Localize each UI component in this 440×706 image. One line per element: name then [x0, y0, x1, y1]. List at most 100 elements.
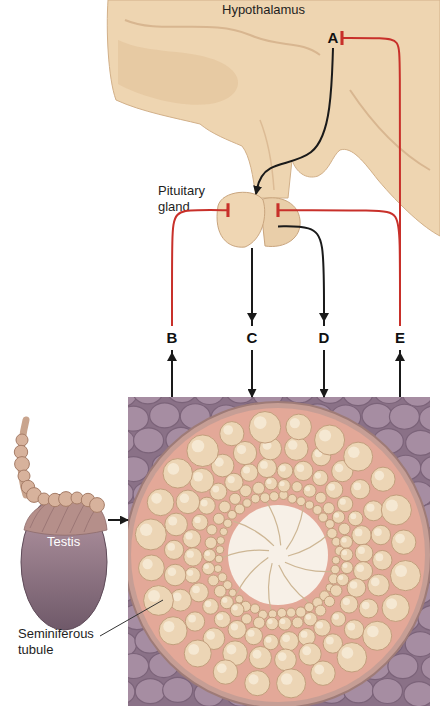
- cell-highlight: [223, 425, 233, 435]
- cell-highlight: [212, 486, 219, 493]
- germ-cell: [159, 617, 187, 645]
- interstitial-cell: [226, 397, 256, 403]
- arrow-head: [247, 313, 257, 322]
- germ-cell: [203, 598, 219, 614]
- germ-cell: [219, 501, 231, 513]
- testis: Testis: [18, 420, 108, 632]
- cell-highlight: [151, 493, 162, 504]
- germ-cell: [277, 608, 286, 617]
- cell-highlight: [167, 543, 175, 551]
- germ-cell: [325, 481, 342, 498]
- sperm-tail: [286, 505, 303, 549]
- germ-cell: [354, 562, 373, 581]
- germ-cell: [286, 608, 295, 617]
- germ-cell: [339, 523, 351, 535]
- germ-cell: [184, 640, 211, 667]
- cell-highlight: [205, 601, 211, 607]
- germ-cell: [216, 546, 224, 554]
- germ-cell: [381, 495, 411, 525]
- cell-highlight: [375, 553, 383, 561]
- arrow-head: [395, 352, 405, 361]
- cell-highlight: [301, 631, 308, 638]
- cell-highlight: [205, 551, 210, 556]
- germ-cell: [391, 530, 415, 554]
- cell-highlight: [302, 646, 311, 655]
- interstitial-cell: [128, 679, 135, 704]
- sperm-tail: [285, 562, 332, 572]
- testis-lobule: [30, 505, 45, 528]
- cell-highlight: [232, 605, 237, 610]
- cell-highlight: [226, 645, 236, 655]
- germ-cell: [257, 458, 276, 477]
- feedback-inhibition: [342, 38, 400, 397]
- germ-cell: [314, 619, 331, 636]
- interstitial-cell: [167, 397, 197, 403]
- cell-highlight: [204, 564, 209, 569]
- cell-highlight: [201, 500, 208, 507]
- interstitial-cell: [343, 397, 373, 406]
- interstitial-cell: [406, 430, 430, 455]
- germ-cell: [266, 617, 279, 630]
- germ-cell: [185, 567, 201, 583]
- cell-highlight: [333, 614, 339, 620]
- germ-cell: [294, 461, 313, 480]
- cell-highlight: [217, 614, 223, 620]
- germ-cell: [251, 494, 260, 503]
- cell-highlight: [222, 598, 227, 603]
- germ-cell: [340, 548, 353, 561]
- interstitial-cell: [374, 397, 404, 404]
- germ-cell: [340, 595, 358, 613]
- germ-cell: [224, 519, 232, 527]
- cell-highlight: [290, 418, 300, 428]
- germ-cell: [183, 530, 201, 548]
- cell-highlight: [340, 499, 346, 505]
- cell-highlight: [386, 499, 398, 511]
- germ-cell: [235, 595, 243, 603]
- germ-cell: [240, 464, 258, 482]
- cell-highlight: [243, 466, 250, 473]
- pituitary-gland: Pituitary gland: [228, 194, 278, 248]
- cell-highlight: [319, 430, 331, 442]
- hypothalamus-nucleus: A: [324, 28, 342, 48]
- sperm-tail: [288, 533, 330, 556]
- cell-highlight: [248, 630, 255, 637]
- cell-highlight: [278, 652, 287, 661]
- cell-highlight: [316, 622, 323, 629]
- germ-cell: [324, 596, 334, 606]
- cell-highlight: [192, 440, 205, 453]
- cell-highlight: [266, 479, 271, 484]
- sperm-tail: [233, 521, 274, 546]
- seminiferous-tubule: Seminiferous tubule: [128, 397, 430, 706]
- anterior-lobe: [217, 192, 265, 247]
- cell-highlight: [342, 537, 347, 542]
- hormone-arrow: [251, 248, 253, 397]
- germ-cell: [286, 414, 312, 440]
- germ-cell: [228, 620, 246, 638]
- germ-cell: [336, 573, 348, 585]
- cell-highlight: [386, 598, 397, 609]
- cell-highlight: [217, 663, 227, 673]
- germ-cell: [331, 612, 346, 627]
- germ-cell: [230, 603, 244, 617]
- germ-cell: [215, 555, 223, 563]
- germ-cell: [340, 535, 353, 548]
- germ-cell: [315, 605, 326, 616]
- germ-cell: [311, 661, 336, 686]
- germ-cell: [344, 620, 364, 640]
- interstitial-cell: [135, 679, 165, 704]
- interstitial-cell: [389, 404, 419, 429]
- cell-highlight: [167, 463, 179, 475]
- cell-highlight: [249, 674, 259, 684]
- germ-cell: [250, 604, 259, 613]
- cell-highlight: [362, 602, 370, 610]
- pituitary-gland-shape: [228, 194, 278, 248]
- arrow-head: [319, 313, 329, 322]
- arrow-head: [167, 352, 177, 361]
- tubule-lumen: [228, 505, 328, 605]
- location-arrow: [108, 519, 128, 521]
- germ-cell: [341, 561, 353, 573]
- germ-cell: [323, 503, 334, 514]
- germ-cell: [371, 467, 395, 491]
- cell-highlight: [315, 473, 321, 479]
